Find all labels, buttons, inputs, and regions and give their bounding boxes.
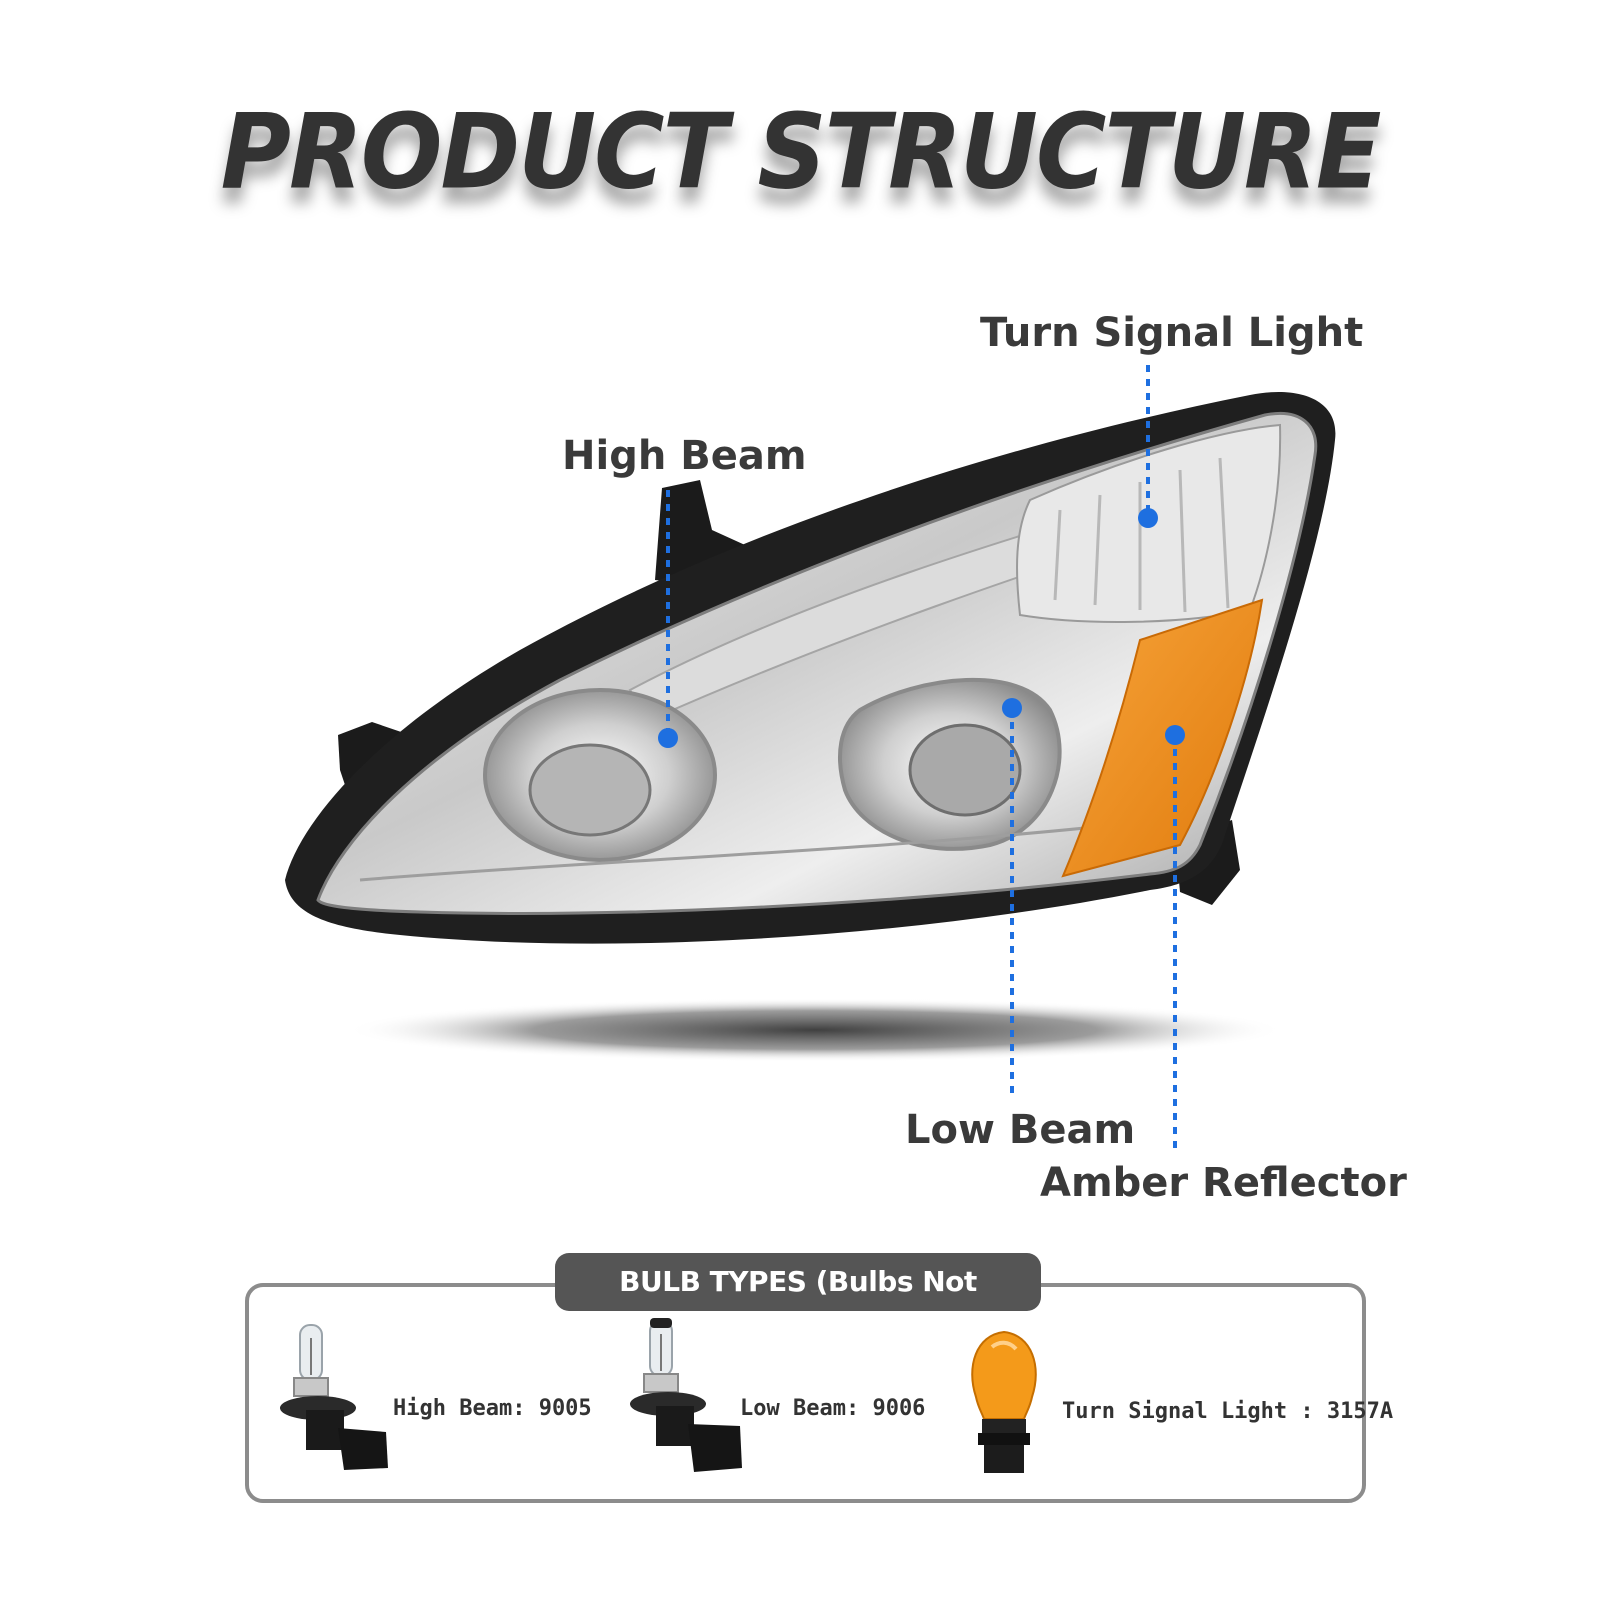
turn-signal-dot [1138, 508, 1158, 528]
high-beam-bowl [528, 743, 652, 837]
high-beam-dot [658, 728, 678, 748]
lens-bottom-sweep [359, 818, 1161, 882]
bulb-9005-icon [280, 1324, 388, 1470]
bulb-9006-icon [630, 1318, 742, 1472]
callout-amber-reflector: Amber Reflector [1040, 1160, 1407, 1206]
low-beam-bowl [908, 723, 1022, 817]
bulb-3157a-label: Turn Signal Light : 3157A [1062, 1399, 1394, 1424]
floor-shadow [345, 998, 1285, 1062]
callout-turn-signal: Turn Signal Light [980, 310, 1364, 356]
bulb-9006-label: Low Beam: 9006 [740, 1396, 926, 1421]
amber-reflector [1061, 598, 1264, 878]
bulb-types-header: BULB TYPES (Bulbs Not Included) [555, 1253, 1041, 1356]
callout-low-beam: Low Beam [905, 1107, 1136, 1153]
page-title: PRODUCT STRUCTURE [220, 91, 1382, 213]
turn-signal-ridges [1053, 457, 1230, 613]
amber-reflector-dot [1165, 725, 1185, 745]
callout-high-beam: High Beam [562, 433, 807, 479]
bulb-3157a-icon [971, 1330, 1037, 1473]
low-beam-dot [1002, 698, 1022, 718]
bulb-9005-label: High Beam: 9005 [393, 1396, 592, 1421]
